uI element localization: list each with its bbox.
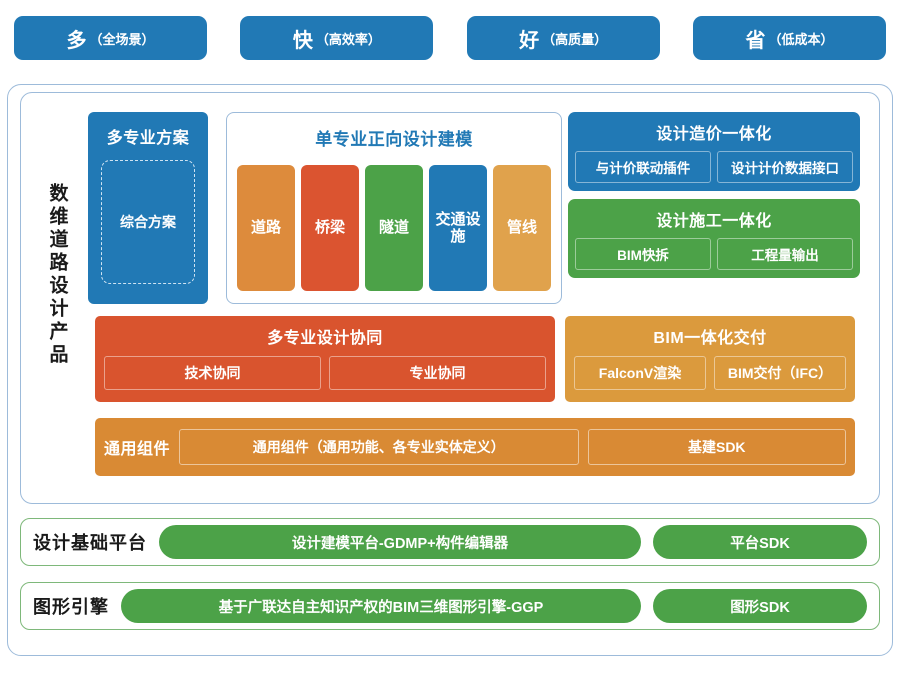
discipline-item-1[interactable]: 桥梁 xyxy=(301,165,359,291)
cost-integration-sub-0[interactable]: 与计价联动插件 xyxy=(575,151,711,183)
construction-integration-sub-0[interactable]: BIM快拆 xyxy=(575,238,711,270)
delivery-subs: FalconV渲染 BIM交付（IFC） xyxy=(574,356,846,390)
cost-integration-sub-1[interactable]: 设计计价数据接口 xyxy=(717,151,853,183)
discipline-label-3: 交通设施 xyxy=(435,210,481,245)
construction-integration-sub-1[interactable]: 工程量输出 xyxy=(717,238,853,270)
discipline-label-0: 道路 xyxy=(250,219,281,237)
multi-scheme-card[interactable]: 多专业方案 综合方案 xyxy=(88,112,208,304)
product-vertical-label: 数维道路设计产品 xyxy=(46,183,68,367)
discipline-label-4: 管线 xyxy=(506,219,537,237)
multi-scheme-dashed-item[interactable]: 综合方案 xyxy=(101,160,195,284)
banner-button-2-big: 好 xyxy=(519,29,541,52)
right-column: 设计造价一体化 与计价联动插件 设计计价数据接口 设计施工一体化 BIM快拆 工… xyxy=(568,112,860,286)
banner-button-0[interactable]: 多 （全场景） xyxy=(14,16,207,60)
banner-button-3-big: 省 xyxy=(745,29,767,52)
common-components-row[interactable]: 通用组件 通用组件（通用功能、各专业实体定义） 基建SDK xyxy=(95,418,855,476)
collaboration-subs: 技术协同 专业协同 xyxy=(104,356,546,390)
design-platform-main[interactable]: 设计建模平台-GDMP+构件编辑器 xyxy=(159,525,641,559)
collaboration-card[interactable]: 多专业设计协同 技术协同 专业协同 xyxy=(95,316,555,402)
graphics-engine-row: 图形引擎 基于广联达自主知识产权的BIM三维图形引擎-GGP 图形SDK xyxy=(20,582,880,630)
delivery-sub-0[interactable]: FalconV渲染 xyxy=(574,356,706,390)
collaboration-delivery-row: 多专业设计协同 技术协同 专业协同 BIM一体化交付 FalconV渲染 BIM… xyxy=(95,316,855,402)
banner-row: 多 （全场景） 快 （高效率） 好 （高质量） 省 （低成本） xyxy=(0,0,900,76)
banner-button-0-big: 多 xyxy=(66,29,88,52)
banner-button-0-sub: （全场景） xyxy=(89,31,155,47)
discipline-item-4[interactable]: 管线 xyxy=(493,165,551,291)
common-components-box-0[interactable]: 通用组件（通用功能、各专业实体定义） xyxy=(179,429,579,465)
multi-scheme-title: 多专业方案 xyxy=(106,130,190,147)
banner-button-1-sub: （高效率） xyxy=(315,31,381,47)
graphics-engine-main[interactable]: 基于广联达自主知识产权的BIM三维图形引擎-GGP xyxy=(121,589,641,623)
banner-button-1-big: 快 xyxy=(292,29,314,52)
construction-integration-card[interactable]: 设计施工一体化 BIM快拆 工程量输出 xyxy=(568,199,860,278)
cost-integration-title: 设计造价一体化 xyxy=(656,126,772,143)
collaboration-sub-1[interactable]: 专业协同 xyxy=(329,356,546,390)
delivery-sub-1[interactable]: BIM交付（IFC） xyxy=(714,356,846,390)
discipline-item-0[interactable]: 道路 xyxy=(237,165,295,291)
common-components-box-1[interactable]: 基建SDK xyxy=(587,429,846,465)
discipline-item-3[interactable]: 交通设施 xyxy=(429,165,487,291)
collaboration-title: 多专业设计协同 xyxy=(267,330,383,347)
banner-button-2-sub: （高质量） xyxy=(542,31,608,47)
delivery-card[interactable]: BIM一体化交付 FalconV渲染 BIM交付（IFC） xyxy=(565,316,855,402)
design-platform-sdk[interactable]: 平台SDK xyxy=(653,525,867,559)
cost-integration-card[interactable]: 设计造价一体化 与计价联动插件 设计计价数据接口 xyxy=(568,112,860,191)
discipline-label-2: 隧道 xyxy=(378,219,409,237)
collaboration-sub-0[interactable]: 技术协同 xyxy=(104,356,321,390)
discipline-item-2[interactable]: 隧道 xyxy=(365,165,423,291)
banner-button-3[interactable]: 省 （低成本） xyxy=(692,16,886,60)
design-platform-row: 设计基础平台 设计建模平台-GDMP+构件编辑器 平台SDK xyxy=(20,518,880,566)
banner-button-1[interactable]: 快 （高效率） xyxy=(240,16,434,60)
graphics-engine-label: 图形引擎 xyxy=(33,597,109,617)
graphics-engine-sdk[interactable]: 图形SDK xyxy=(653,589,867,623)
cost-integration-subs: 与计价联动插件 设计计价数据接口 xyxy=(575,151,853,183)
construction-integration-title: 设计施工一体化 xyxy=(656,213,772,230)
banner-button-3-sub: （低成本） xyxy=(768,31,834,47)
construction-integration-subs: BIM快拆 工程量输出 xyxy=(575,238,853,270)
banner-button-2[interactable]: 好 （高质量） xyxy=(466,16,660,60)
single-discipline-title: 单专业正向设计建模 xyxy=(315,130,473,149)
discipline-label-1: 桥梁 xyxy=(314,219,345,237)
single-discipline-panel: 单专业正向设计建模 道路 桥梁 隧道 交通设施 管线 xyxy=(226,112,562,304)
common-components-label: 通用组件 xyxy=(104,441,171,458)
discipline-row: 道路 桥梁 隧道 交通设施 管线 xyxy=(237,165,551,291)
delivery-title: BIM一体化交付 xyxy=(653,330,767,347)
design-platform-label: 设计基础平台 xyxy=(33,533,147,553)
